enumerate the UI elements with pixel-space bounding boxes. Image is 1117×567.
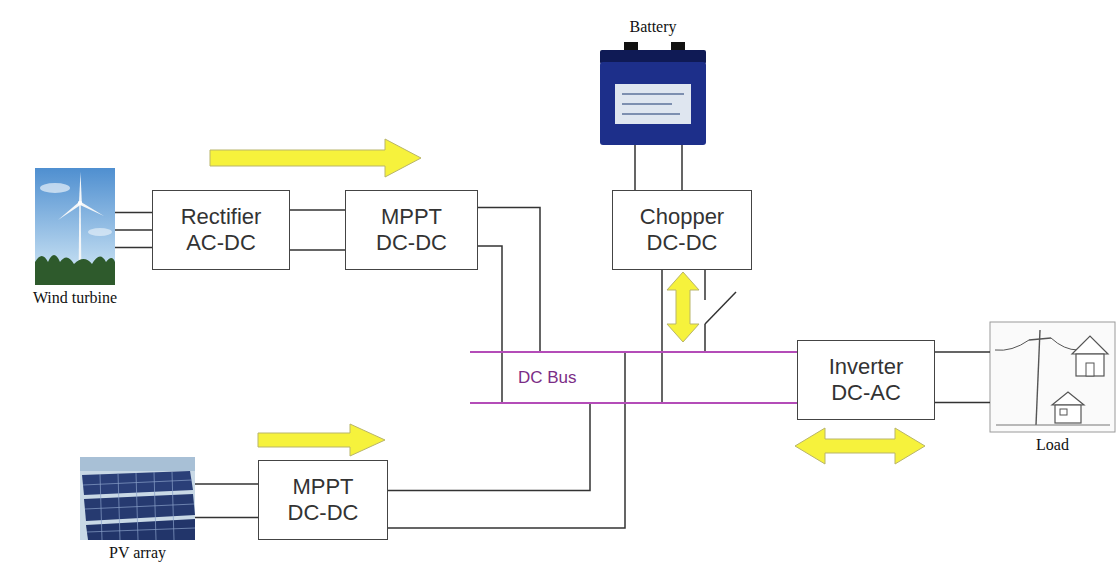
wire-connector [770, 352, 797, 403]
rectifier-box: Rectifier AC-DC [152, 190, 290, 270]
switch-symbol [705, 292, 736, 324]
box-label: MPPT DC-DC [362, 204, 462, 257]
inverter-box: Inverter DC-AC [797, 340, 935, 420]
text-group: MPPT DC-DC [273, 474, 373, 527]
battery-body [600, 62, 706, 145]
pv-background [80, 457, 195, 540]
wire-connector [635, 145, 682, 190]
power-lines [995, 338, 1078, 350]
load-picture: Load [990, 322, 1115, 432]
box-label: Chopper DC-DC [632, 204, 732, 257]
wind-turbine-picture: Wind turbine [35, 168, 115, 285]
load-picture [990, 322, 1115, 432]
pv-array-picture: PV array [80, 457, 195, 540]
text-group: Wind turbine [33, 289, 117, 307]
box-label: Rectifier AC-DC [171, 204, 271, 257]
power-pole [1036, 330, 1040, 425]
wire-connector [195, 484, 258, 518]
mppt-box: MPPT DC-DC [258, 460, 388, 540]
wire-connector [935, 352, 990, 402]
battery-lid [600, 50, 706, 64]
box-label: MPPT DC-DC [273, 474, 373, 527]
text-group: Rectifier AC-DC [171, 204, 271, 257]
house-roof [1072, 336, 1108, 354]
text-group: Chopper DC-DC [632, 204, 732, 257]
battery-terminal [671, 42, 685, 51]
wind-turbine-picture [35, 168, 115, 285]
turbine-blade [80, 202, 104, 216]
box-label: Inverter DC-AC [816, 354, 916, 407]
wire-connector [115, 212, 152, 247]
chopper-box: Chopper DC-DC [612, 190, 752, 270]
dc-bus: DC Bus [470, 351, 770, 404]
flow-arrow [258, 424, 385, 456]
cloud [40, 183, 70, 193]
text-group: Inverter DC-AC [816, 354, 916, 407]
picture-label: PV array [109, 544, 166, 562]
sky [35, 168, 115, 285]
text-group: DC Bus [518, 368, 577, 388]
battery-terminal [624, 42, 638, 51]
flow-arrow [210, 139, 421, 177]
wire-connector [388, 352, 625, 528]
pole-crossbar [1029, 338, 1051, 340]
turbine-blade [58, 202, 81, 220]
sky [80, 457, 195, 471]
bus-label: DC Bus [518, 368, 577, 388]
bidirectional-flow-arrow [795, 428, 925, 464]
text-group: Battery [629, 18, 676, 36]
panel-grid [83, 472, 195, 540]
battery-picture [600, 42, 706, 145]
mppt-box: MPPT DC-DC [345, 190, 478, 270]
wire-connector [290, 210, 345, 250]
house-body [1055, 405, 1081, 423]
text-group: PV array [109, 544, 166, 562]
battery-label-plate [615, 84, 691, 124]
turbine-hub [78, 201, 82, 205]
house-door [1086, 363, 1094, 376]
picture-label: Battery [629, 18, 676, 36]
text-group: MPPT DC-DC [362, 204, 462, 257]
turbine-blade [79, 172, 82, 202]
load-frame [990, 322, 1115, 432]
bidirectional-flow-arrow [667, 272, 699, 342]
picture-label: Wind turbine [33, 289, 117, 307]
battery-label-lines [622, 94, 684, 114]
trees [35, 255, 115, 285]
pv-array-picture [80, 457, 195, 540]
picture-label: Load [1036, 436, 1069, 454]
ground-line [996, 425, 1110, 426]
cloud [88, 228, 112, 236]
house-roof [1052, 392, 1084, 405]
text-group: Load [1036, 436, 1069, 454]
solar-panel-row [82, 471, 193, 495]
solar-panel-row [86, 519, 195, 540]
house-body [1076, 354, 1104, 376]
house-window [1060, 409, 1067, 415]
battery-picture: Battery [598, 40, 708, 145]
wire-connector [662, 270, 705, 403]
